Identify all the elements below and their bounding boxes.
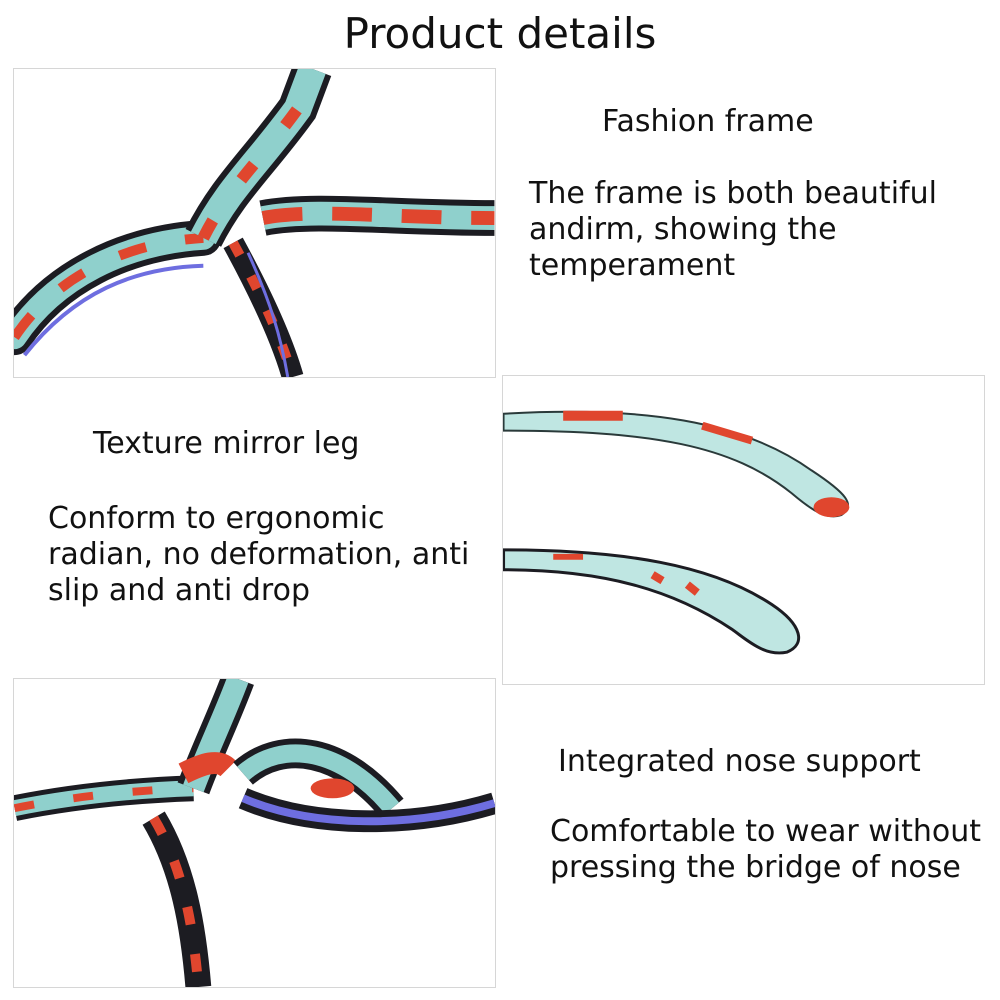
frame-photo bbox=[13, 68, 496, 378]
temple-arms-illustration bbox=[503, 410, 850, 655]
section-heading-nose-support: Integrated nose support bbox=[558, 744, 921, 779]
section-text-fashion-frame: The frame is both beautiful andirm, show… bbox=[529, 176, 937, 283]
frame-illustration bbox=[14, 69, 495, 377]
temple-arms-photo bbox=[502, 375, 985, 685]
section-heading-fashion-frame: Fashion frame bbox=[602, 104, 814, 139]
section-heading-mirror-leg: Texture mirror leg bbox=[93, 426, 360, 461]
section-text-mirror-leg: Conform to ergonomic radian, no deformat… bbox=[48, 501, 470, 608]
nose-support-illustration bbox=[14, 679, 495, 987]
section-text-nose-support: Comfortable to wear without pressing the… bbox=[550, 814, 981, 885]
page-title: Product details bbox=[343, 9, 657, 58]
nose-support-photo bbox=[13, 678, 496, 988]
